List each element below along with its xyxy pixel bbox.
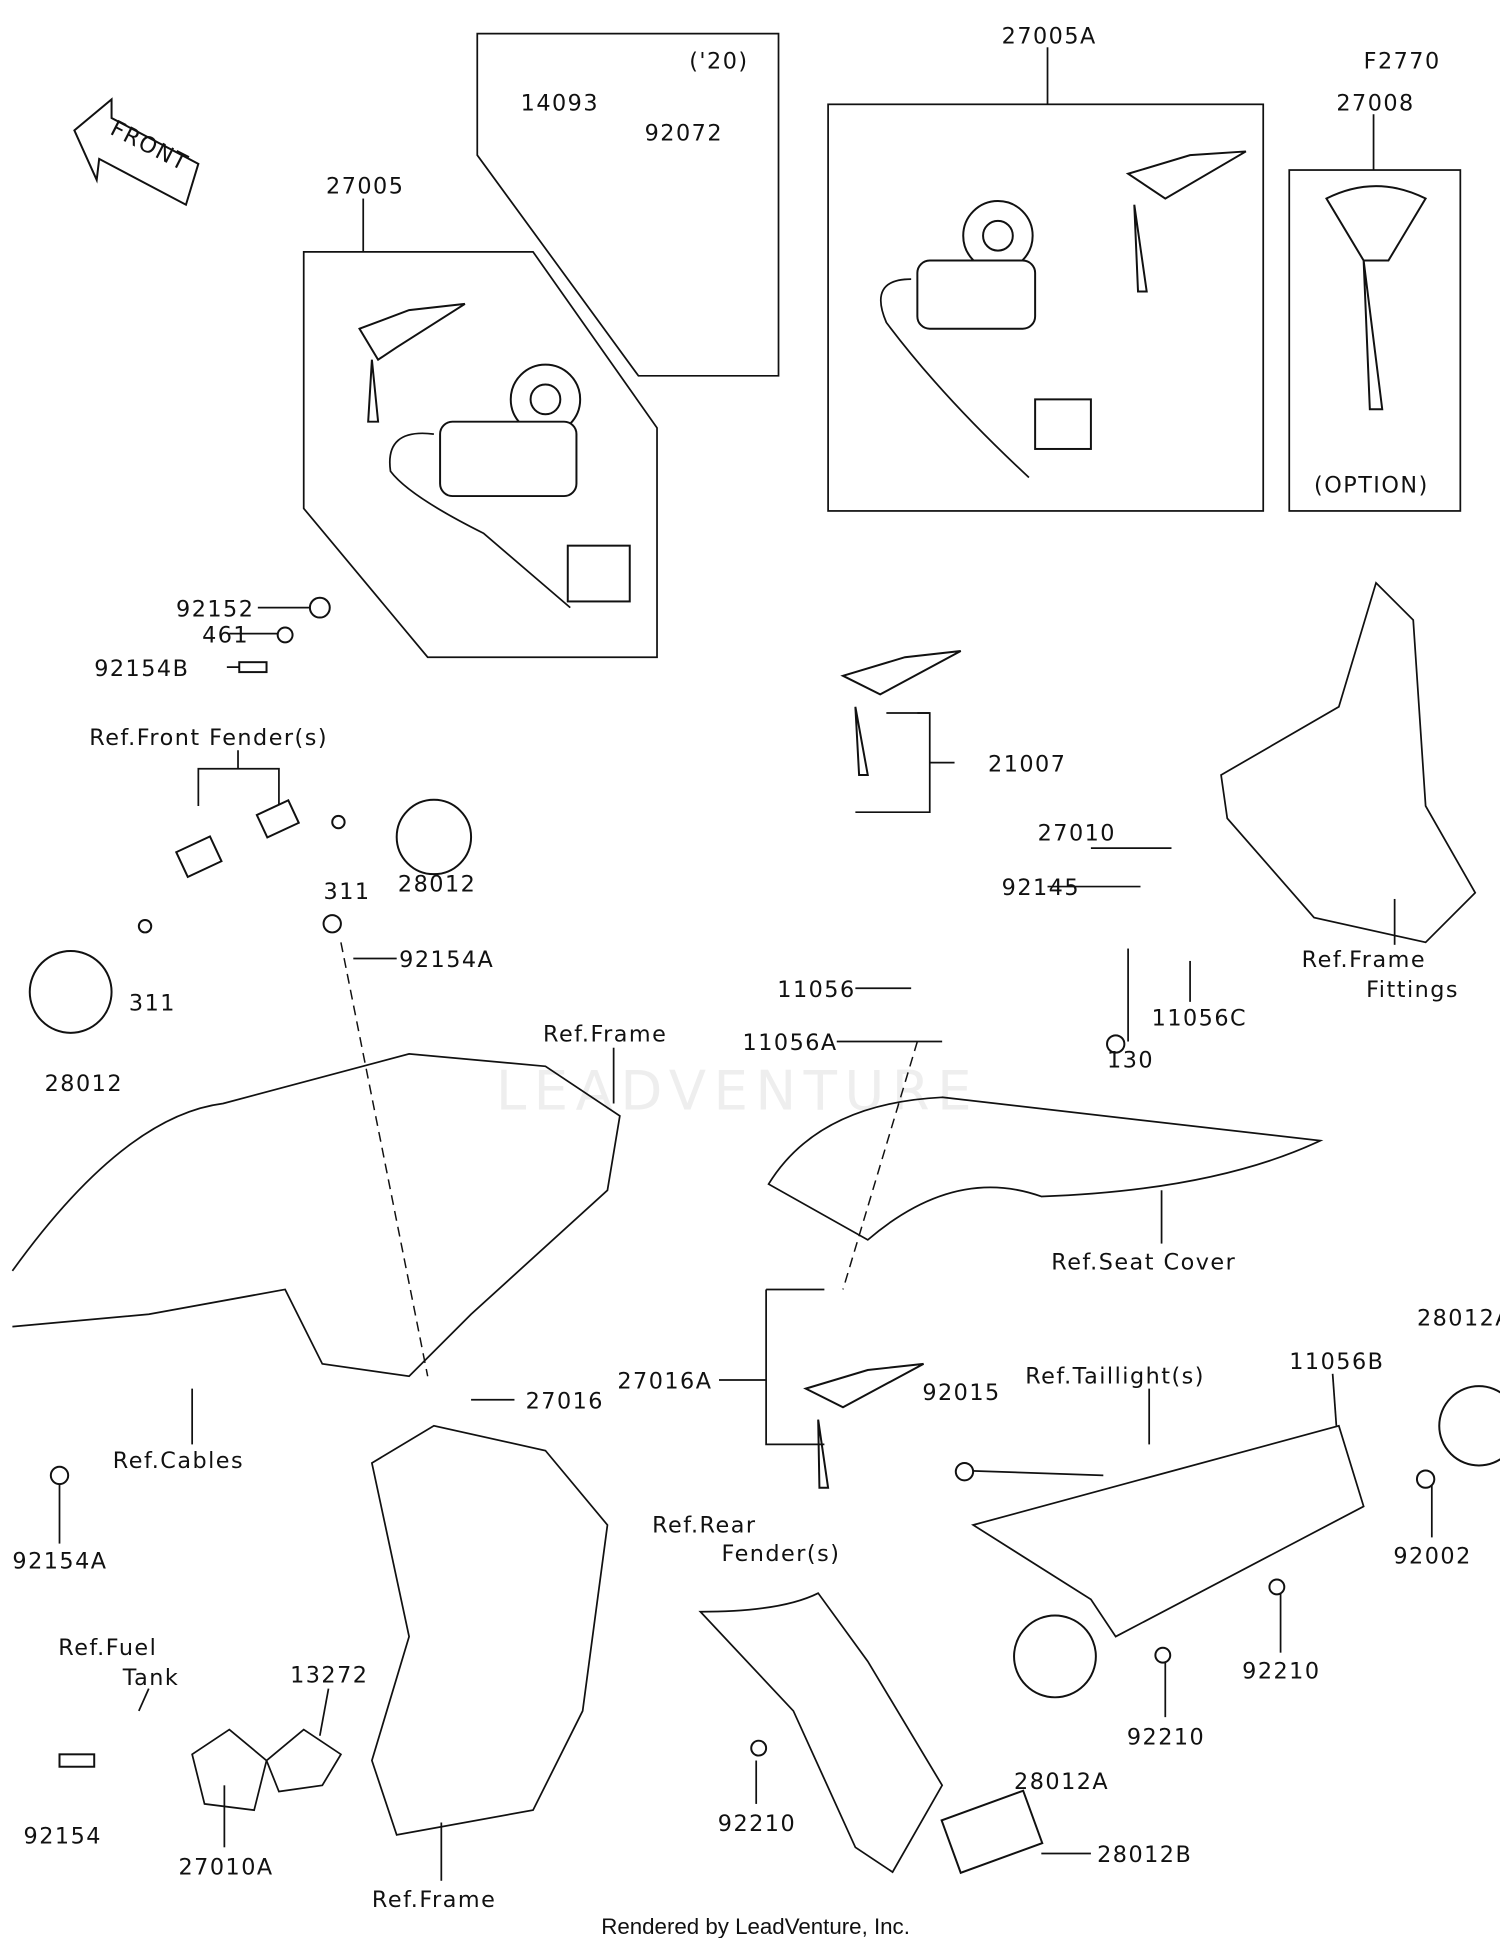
part-number-label[interactable]: 11056A	[743, 1030, 838, 1056]
label-year-20: ('20)	[689, 48, 748, 74]
part-number-label[interactable]: 28012A	[1417, 1305, 1500, 1331]
part-number-label[interactable]: 27010	[1038, 821, 1116, 847]
part-number-label[interactable]: 92154	[24, 1824, 102, 1850]
part-number-label[interactable]: 92145	[1002, 875, 1080, 901]
group-box-27005A	[827, 103, 1265, 512]
group-box-27008	[1288, 169, 1462, 512]
ref-label: Ref.Seat Cover	[1051, 1250, 1236, 1276]
part-number-label[interactable]: 21007	[988, 751, 1066, 777]
part-number-label[interactable]: 28012	[45, 1071, 123, 1097]
reference-structures	[11, 581, 1477, 1874]
group-box-20	[476, 32, 780, 377]
part-number-label[interactable]: 92152	[176, 596, 254, 622]
ref-label: Ref.Frame	[543, 1022, 667, 1048]
part-number-label[interactable]: 11056B	[1289, 1349, 1384, 1375]
part-number-label[interactable]: 92154A	[399, 947, 494, 973]
ignition-switch-icon	[388, 200, 1092, 609]
ref-label: Fender(s)	[721, 1541, 840, 1567]
ref-label: Ref.Cables	[113, 1448, 244, 1474]
part-number-label[interactable]: 27008	[1336, 91, 1414, 117]
front-arrow-icon: FRONT	[73, 97, 200, 207]
part-number-label[interactable]: 28012	[398, 872, 476, 898]
ref-label: Ref.Fuel	[58, 1635, 157, 1661]
ref-label: Ref.Taillight(s)	[1025, 1364, 1205, 1390]
part-number-label[interactable]: 311	[324, 879, 371, 905]
footer-credit: Rendered by LeadVenture, Inc.	[601, 1914, 910, 1938]
part-number-label[interactable]: 92154B	[94, 656, 189, 682]
part-number-label[interactable]: 11056C	[1152, 1005, 1247, 1031]
part-number-label[interactable]: 92072	[645, 120, 723, 146]
part-number-label[interactable]: 92210	[718, 1811, 796, 1837]
part-number-label[interactable]: 27016	[526, 1388, 604, 1414]
part-number-label[interactable]: 11056	[777, 977, 855, 1003]
label-option: (OPTION)	[1314, 472, 1429, 498]
leader-lines	[58, 606, 1433, 1881]
part-number-label[interactable]: 28012B	[1097, 1842, 1192, 1868]
part-number-label[interactable]: 14093	[521, 91, 599, 117]
ref-label: Ref.Rear	[652, 1512, 756, 1538]
part-number-label[interactable]: 92002	[1393, 1543, 1471, 1569]
part-labels: ('20) 14093 92072 27005 27005A F2770 270…	[12, 24, 1500, 1913]
part-number-label[interactable]: 27010A	[179, 1855, 274, 1881]
group-box-27005	[302, 250, 658, 659]
ref-label: Ref.Frame	[1302, 947, 1426, 973]
part-number-label[interactable]: 92154A	[12, 1548, 107, 1574]
part-number-label[interactable]: 27016A	[617, 1369, 712, 1395]
part-number-label[interactable]: 130	[1107, 1048, 1154, 1074]
part-number-label[interactable]: 311	[129, 991, 176, 1017]
part-number-label[interactable]: 461	[202, 622, 249, 648]
ref-label: Fittings	[1366, 977, 1459, 1003]
part-number-label[interactable]: 92210	[1127, 1724, 1205, 1750]
key-icon	[358, 150, 1428, 1489]
ref-label: Ref.Frame	[372, 1887, 496, 1913]
ref-label: Tank	[122, 1665, 180, 1691]
part-number-label[interactable]: 28012A	[1014, 1769, 1109, 1795]
part-number-label[interactable]: 27005A	[1002, 24, 1097, 50]
ref-label: Ref.Front Fender(s)	[89, 725, 328, 751]
part-number-label[interactable]: 27005	[326, 174, 404, 200]
part-number-label[interactable]: 92210	[1242, 1659, 1320, 1685]
fastener-icons	[28, 596, 1500, 1875]
part-number-label[interactable]: 92015	[922, 1380, 1000, 1406]
part-number-label[interactable]: F2770	[1364, 48, 1441, 74]
watermark: LEADVENTURE	[496, 1059, 979, 1123]
part-number-label[interactable]: 13272	[290, 1662, 368, 1688]
